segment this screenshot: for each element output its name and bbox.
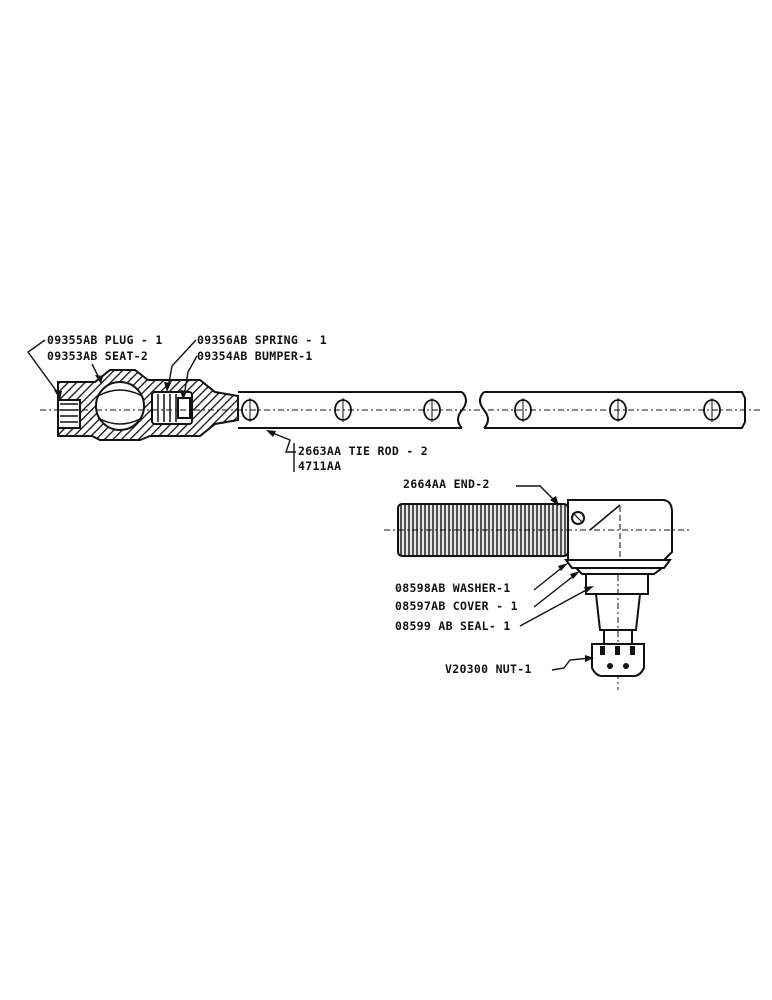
washer-part (564, 559, 672, 569)
label-bumper: 09354AB BUMPER-1 (197, 349, 313, 363)
label-seat: 09353AB SEAT-2 (47, 349, 148, 363)
label-tie-rod-alt: 4711AA (298, 459, 341, 473)
label-washer: 08598AB WASHER-1 (395, 581, 511, 595)
label-plug: 09355AB PLUG - 1 (47, 333, 163, 347)
ball-seat (95, 381, 145, 431)
spring-part (157, 394, 177, 422)
socket-housing (57, 369, 239, 441)
label-nut: V20300 NUT-1 (445, 662, 532, 676)
tie-rod-assembly (40, 369, 760, 441)
label-spring: 09356AB SPRING - 1 (197, 333, 327, 347)
rod-holes (241, 398, 721, 422)
rod-body-left (238, 391, 462, 429)
seal-part (585, 573, 649, 595)
label-end: 2664AA END-2 (403, 477, 490, 491)
plug-part (57, 399, 81, 429)
label-seal: 08599 AB SEAL- 1 (395, 619, 511, 633)
top-leader-lines (27, 339, 296, 472)
tie-rod-end-assembly (384, 499, 690, 690)
bottom-leader-lines (516, 485, 594, 671)
nut-slots (600, 646, 635, 669)
label-tie-rod: 2663AA TIE ROD - 2 (298, 444, 428, 458)
bumper-part (177, 397, 191, 419)
cover-part (573, 567, 665, 575)
label-cover: 08597AB COVER - 1 (395, 599, 518, 613)
